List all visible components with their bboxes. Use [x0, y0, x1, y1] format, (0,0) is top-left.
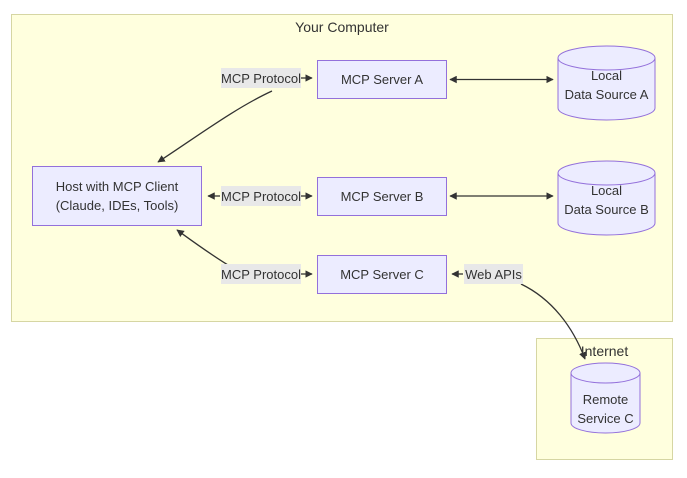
local-data-source-b-label: Local Data Source B	[558, 181, 655, 219]
mcp-server-c-node: MCP Server C	[317, 255, 447, 294]
mcp-protocol-label-a: MCP Protocol	[221, 68, 301, 88]
mcp-protocol-label-a-text: MCP Protocol	[221, 70, 301, 86]
mcp-protocol-label-b: MCP Protocol	[221, 186, 301, 206]
your-computer-cluster-title: Your Computer	[295, 19, 389, 35]
host-node: Host with MCP Client (Claude, IDEs, Tool…	[32, 166, 202, 226]
remote-service-c-line2: Service C	[577, 411, 634, 426]
remote-service-c-label: Remote Service C	[571, 390, 640, 428]
mcp-protocol-label-c-text: MCP Protocol	[221, 266, 301, 282]
mcp-server-a-label: MCP Server A	[340, 72, 424, 87]
remote-service-c-line1: Remote	[582, 392, 629, 407]
mcp-server-a-node: MCP Server A	[317, 60, 447, 99]
mcp-protocol-label-b-text: MCP Protocol	[221, 188, 301, 204]
local-data-source-a-line2: Data Source A	[564, 87, 649, 102]
host-node-label-line1: Host with MCP Client	[55, 179, 179, 194]
mcp-server-b-node: MCP Server B	[317, 177, 447, 216]
mcp-server-c-label: MCP Server C	[340, 267, 424, 282]
internet-cluster-title: Internet	[580, 343, 629, 359]
mcp-server-b-label: MCP Server B	[340, 189, 424, 204]
local-data-source-b-line2: Data Source B	[564, 202, 649, 217]
mcp-protocol-label-c: MCP Protocol	[221, 264, 301, 284]
host-node-label-line2: (Claude, IDEs, Tools)	[55, 198, 179, 213]
web-apis-label-text: Web APIs	[465, 266, 522, 282]
local-data-source-b-line1: Local	[590, 183, 623, 198]
local-data-source-a-line1: Local	[590, 68, 623, 83]
local-data-source-a-label: Local Data Source A	[558, 66, 655, 104]
web-apis-label: Web APIs	[464, 264, 523, 284]
